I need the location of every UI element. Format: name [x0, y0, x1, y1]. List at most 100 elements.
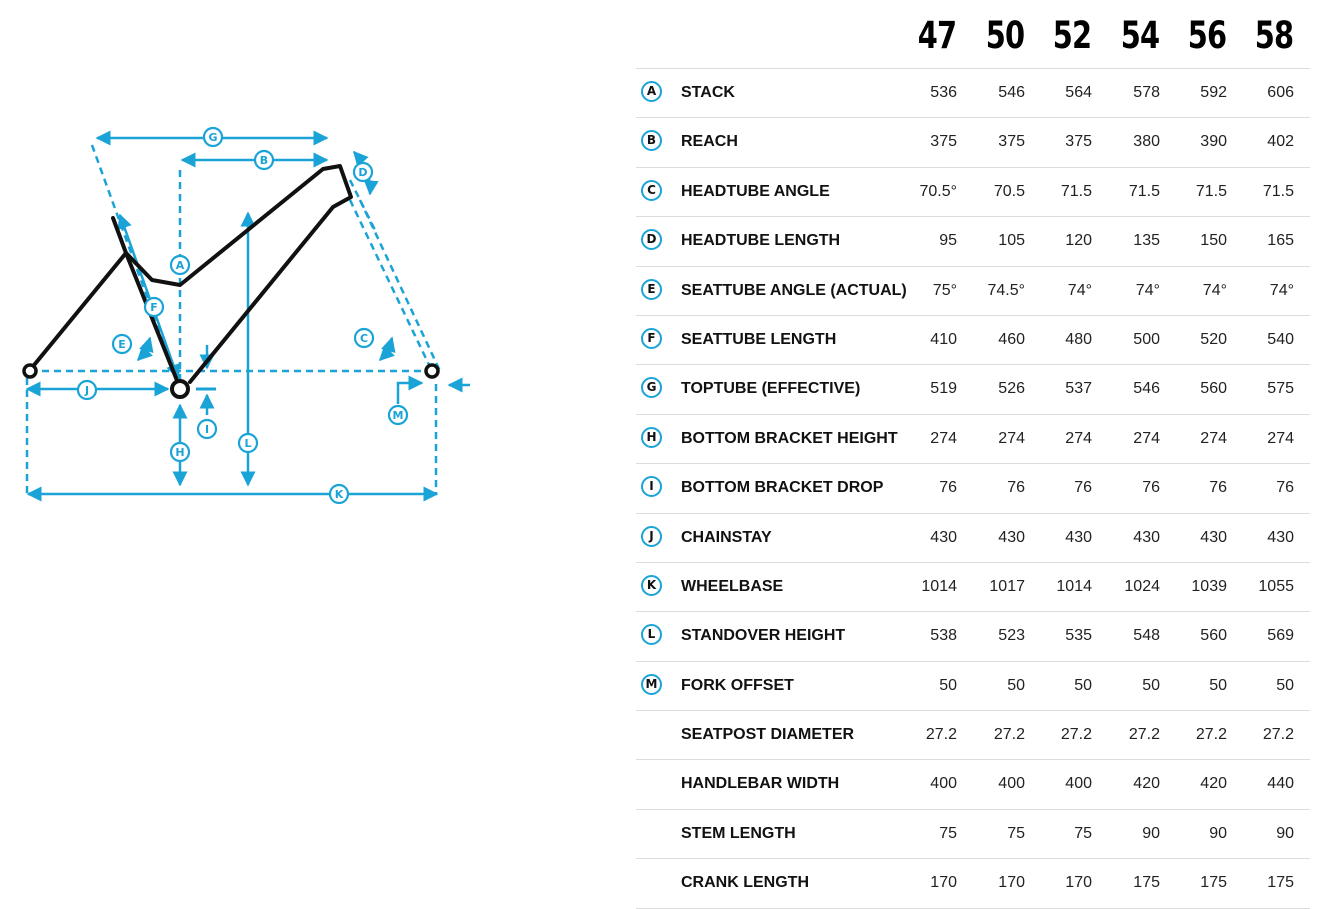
letter-badge: E: [641, 278, 662, 300]
diagram-marker-e-ring: [111, 333, 133, 355]
diagram-marker-i-ring: [196, 418, 218, 440]
diagram-marker-d-ring: [352, 161, 374, 183]
value-cell: 70.5°: [919, 182, 957, 200]
param-label: SEATTUBE LENGTH: [681, 330, 837, 348]
value-cell: 90: [1142, 824, 1160, 842]
value-cell: 90: [1276, 824, 1294, 842]
value-cell: 546: [1133, 380, 1160, 398]
value-cell: 90: [1209, 824, 1227, 842]
value-cell: 50: [939, 676, 957, 694]
value-cell: 71.5: [1262, 182, 1294, 200]
value-cell: 74°: [1202, 281, 1227, 299]
value-cell: 71.5: [1195, 182, 1227, 200]
value-cell: 390: [1200, 133, 1227, 151]
value-cell: 560: [1200, 380, 1227, 398]
value-cell: 548: [1133, 627, 1160, 645]
diagram-marker-f-ring: [143, 296, 165, 318]
value-cell: 120: [1065, 232, 1092, 250]
value-cell: 578: [1133, 84, 1160, 101]
diagram-marker-b: B: [260, 154, 268, 167]
value-cell: 430: [930, 528, 957, 546]
letter-badge: A: [641, 81, 662, 102]
value-cell: 76: [1209, 479, 1227, 497]
value-cell: 460: [998, 330, 1025, 348]
value-cell: 520: [1200, 330, 1227, 348]
value-cell: 537: [1065, 380, 1092, 398]
letter-badge: F: [641, 327, 662, 349]
value-cell: 519: [930, 380, 957, 398]
value-cell: 95: [939, 232, 957, 250]
value-cell: 606: [1267, 84, 1294, 101]
diagram-marker-f: F: [150, 301, 158, 314]
value-cell: 430: [1133, 528, 1160, 546]
diagram-marker-c: C: [360, 332, 368, 345]
value-cell: 175: [1200, 874, 1227, 892]
value-cell: 50: [1209, 676, 1227, 694]
value-cell: 535: [1065, 627, 1092, 645]
diagram-marker-j: J: [84, 384, 89, 397]
param-label: HEADTUBE ANGLE: [681, 182, 830, 200]
diagram-marker-i: I: [205, 423, 209, 436]
value-cell: 538: [930, 627, 957, 645]
size-col-50: 50: [985, 14, 1025, 57]
diagram-marker-l-ring: [237, 432, 259, 454]
param-label: STACK: [681, 84, 735, 101]
bottom-bracket: [170, 379, 190, 399]
value-cell: 71.5: [1060, 182, 1092, 200]
diagram-marker-k-ring: [328, 483, 350, 505]
value-cell: 523: [998, 627, 1025, 645]
diagram-marker-l: L: [244, 437, 251, 450]
value-cell: 76: [1276, 479, 1294, 497]
value-cell: 74°: [1269, 281, 1294, 299]
value-cell: 592: [1200, 84, 1227, 101]
value-cell: 274: [930, 429, 957, 447]
param-label: SEATTUBE ANGLE (ACTUAL): [681, 281, 907, 299]
size-col-56: 56: [1187, 14, 1227, 57]
value-cell: 1014: [1056, 577, 1092, 595]
size-col-47: 47: [917, 14, 957, 57]
value-cell: 1039: [1191, 577, 1227, 595]
value-cell: 105: [998, 232, 1025, 250]
diagram-marker-b-ring: [253, 149, 275, 171]
param-label: CHAINSTAY: [681, 528, 772, 546]
diagram-marker-j-ring: [76, 379, 98, 401]
param-label: BOTTOM BRACKET DROP: [681, 479, 884, 497]
param-label: SEATPOST DIAMETER: [681, 726, 855, 744]
letter-badge: D: [641, 229, 662, 251]
value-cell: 536: [930, 84, 957, 101]
value-cell: 74.5°: [987, 281, 1025, 299]
value-cell: 75: [1074, 824, 1092, 842]
value-cell: 27.2: [993, 726, 1025, 744]
value-cell: 420: [1133, 775, 1160, 793]
front-axle: [424, 363, 440, 379]
value-cell: 500: [1133, 330, 1160, 348]
value-cell: 27.2: [1195, 726, 1227, 744]
value-cell: 400: [998, 775, 1025, 793]
frame: [28, 164, 353, 390]
value-cell: 71.5: [1128, 182, 1160, 200]
value-cell: 274: [1133, 429, 1160, 447]
value-cell: 27.2: [925, 726, 957, 744]
value-cell: 274: [998, 429, 1025, 447]
value-cell: 430: [1200, 528, 1227, 546]
diagram-marker-c-ring: [353, 327, 375, 349]
letter-badge: L: [641, 624, 662, 646]
letter-badge: J: [641, 525, 662, 547]
param-label: CRANK LENGTH: [681, 874, 809, 892]
diagram-marker-h: H: [175, 446, 184, 459]
value-cell: 165: [1267, 232, 1294, 250]
letter-badge: B: [641, 130, 662, 152]
value-cell: 76: [1142, 479, 1160, 497]
param-label: STEM LENGTH: [681, 824, 796, 842]
value-cell: 410: [930, 330, 957, 348]
diagram-marker-a-ring: [169, 254, 191, 276]
value-cell: 150: [1200, 232, 1227, 250]
value-cell: 27.2: [1060, 726, 1092, 744]
value-cell: 480: [1065, 330, 1092, 348]
